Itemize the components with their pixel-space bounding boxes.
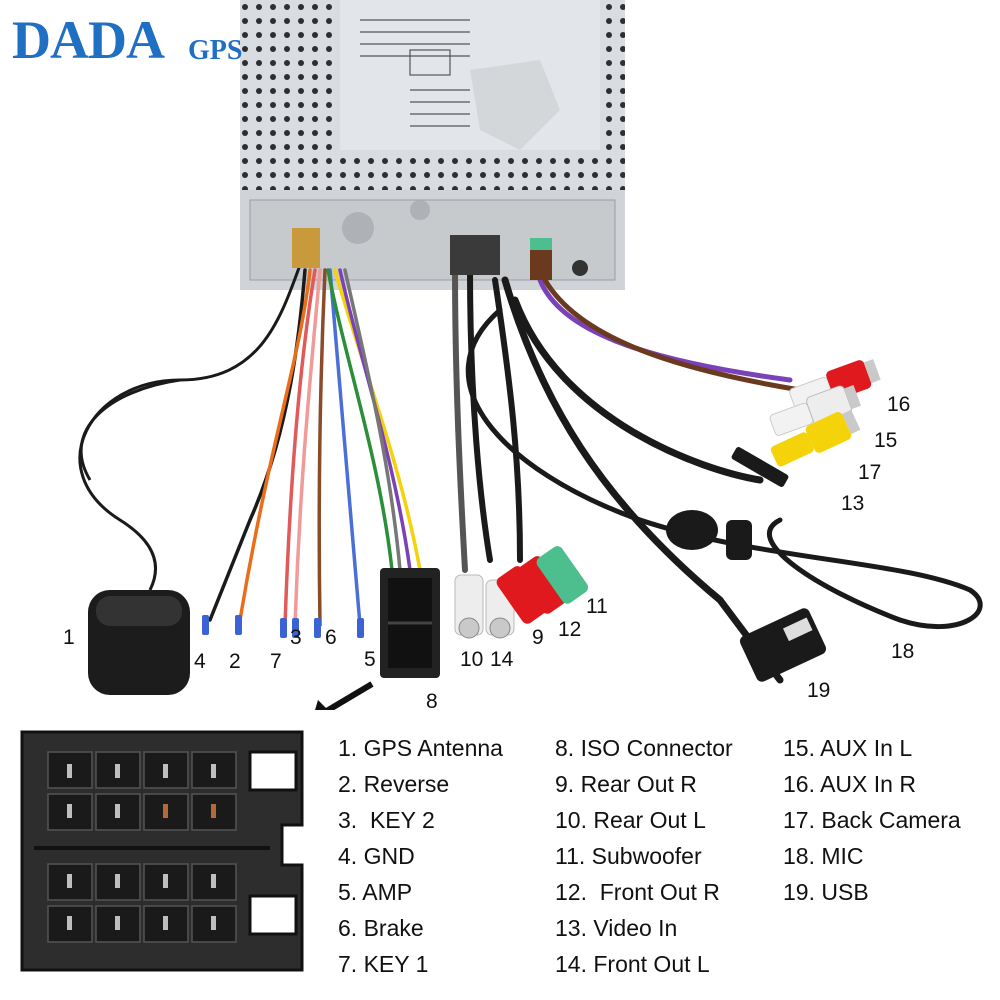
legend-item: 16. AUX In R [783,771,916,797]
usb-connector [739,608,827,682]
legend-item: 19. USB [783,879,869,905]
callout-17: 17 [858,461,882,484]
legend-item: 3. KEY 2 [338,807,435,833]
callout-6: 6 [325,626,337,649]
callout-2: 2 [229,650,241,673]
legend-item: 15. AUX In L [783,735,913,761]
callout-15: 15 [874,429,898,452]
radio-chassis [240,0,625,290]
callout-12: 12 [558,618,582,641]
callout-13: 13 [841,492,865,515]
legend-item: 13. Video In [555,915,678,941]
head-unit-wiring-photo [78,0,983,710]
legend-column-3: 15. AUX In L 16. AUX In R 17. Back Camer… [783,730,961,910]
callout-1: 1 [63,626,75,649]
logo-subtext: GPS [188,35,243,66]
callout-11: 11 [586,595,608,618]
legend-item: 6. Brake [338,915,424,941]
logo-text: DADA [12,10,165,70]
callout-9: 9 [532,626,544,649]
aux-rca-plugs [769,359,881,467]
callout-5: 5 [364,648,376,671]
legend-item: 8. ISO Connector [555,735,733,761]
legend-item: 7. KEY 1 [338,951,429,977]
legend-item: 17. Back Camera [783,807,961,833]
gps-antenna [88,590,190,695]
legend-column-2: 8. ISO Connector 9. Rear Out R 10. Rear … [555,730,733,982]
brand-logo: DADA GPS [12,8,252,72]
legend-item: 1. GPS Antenna [338,735,503,761]
legend-item: 9. Rear Out R [555,771,697,797]
legend-column-1: 1. GPS Antenna 2. Reverse 3. KEY 2 4. GN… [338,730,503,982]
legend-item: 12. Front Out R [555,879,720,905]
legend-item: 11. Subwoofer [555,843,702,869]
iso-connector-diagram [20,730,304,972]
audio-rca-plugs [454,546,589,639]
callout-19: 19 [807,679,831,702]
legend-item: 18. MIC [783,843,864,869]
legend-item: 10. Rear Out L [555,807,706,833]
callout-8: 8 [426,690,438,713]
callout-4: 4 [194,650,206,673]
iso-connector-photo [380,568,440,678]
callout-10: 10 [460,648,484,671]
callout-7: 7 [270,650,282,673]
legend-item: 5. AMP [338,879,413,905]
microphone [666,510,752,560]
legend-item: 2. Reverse [338,771,450,797]
callout-16: 16 [887,393,911,416]
callout-3: 3 [290,626,302,649]
pointer-arrow [315,681,374,710]
callout-14: 14 [490,648,514,671]
legend-item: 4. GND [338,843,415,869]
callout-18: 18 [891,640,915,663]
legend-item: 14. Front Out L [555,951,710,977]
